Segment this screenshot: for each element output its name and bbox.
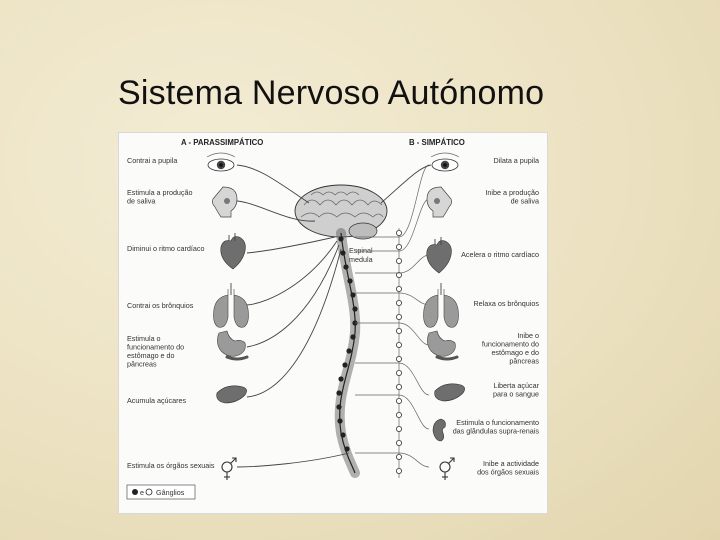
spinal-ganglion [340,432,345,437]
sympathetic-nerve [355,363,429,395]
ganglion-filled-icon [132,489,138,495]
spinal-ganglion [342,362,347,367]
spinal-ganglion [336,404,341,409]
sympathetic-nerve [355,293,429,305]
left-label: Acumula açúcares [127,396,187,405]
sympathetic-nerve [355,395,429,429]
diagram-canvas: A - PARASSIMPÁTICO B - SIMPÁTICO Espinal… [119,133,547,513]
right-salivary-head-icon [427,187,452,217]
autonomic-nervous-system-diagram: A - PARASSIMPÁTICO B - SIMPÁTICO Espinal… [118,132,548,514]
sympathetic-ganglion [396,230,401,235]
sympathetic-ganglion [396,384,401,389]
spinal-ganglion [347,278,352,283]
sympathetic-ganglion [396,328,401,333]
sympathetic-ganglion [396,258,401,263]
right-label: Acelera o ritmo cardíaco [461,250,539,259]
spinal-ganglion [344,446,349,451]
parasympathetic-nerve [237,453,349,467]
right-lungs-icon [424,283,459,327]
parasympathetic-nerve [247,245,339,347]
left-lungs-icon [214,283,249,327]
ganglion-open-icon [146,489,152,495]
parasympathetic-header: A - PARASSIMPÁTICO [181,138,263,147]
right-heart-icon [427,237,452,273]
sympathetic-ganglion [396,356,401,361]
parasympathetic-nerve [237,165,309,203]
parasympathetic-nerve [247,249,341,397]
sympathetic-ganglion [396,314,401,319]
right-sex-organ-icon [440,458,454,480]
spinal-ganglion [336,390,341,395]
right-label: das glândulas supra-renais [453,427,540,436]
legend-label: Gânglios [156,488,185,497]
right-label: dos órgãos sexuais [477,468,539,477]
left-stomach-icon [217,331,247,359]
right-stomach-icon [427,331,457,359]
spinal-ganglion [343,264,348,269]
left-label: Diminui o ritmo cardíaco [127,244,205,253]
left-label: de saliva [127,197,155,206]
spinal-ganglion [338,376,343,381]
svg-text:e: e [140,488,144,497]
right-label: pâncreas [509,357,539,366]
sympathetic-ganglion [396,454,401,459]
spinal-label-2: medula [349,255,373,264]
left-label: pâncreas [127,360,157,369]
sympathetic-ganglion [396,342,401,347]
right-eye-icon [431,153,459,171]
right-label: Dilata a pupila [493,156,539,165]
right-adrenal-icon [433,419,446,441]
spinal-ganglion [350,292,355,297]
right-liver-icon [435,384,465,401]
sympathetic-nerve [355,453,429,467]
right-label: de saliva [511,197,539,206]
sympathetic-ganglion [396,244,401,249]
spinal-ganglion [340,250,345,255]
spinal-ganglion [346,348,351,353]
parasympathetic-nerve [247,237,335,253]
right-label: Relaxa os brônquios [473,299,539,308]
sympathetic-ganglion [396,468,401,473]
sympathetic-ganglion [396,370,401,375]
left-salivary-head-icon [212,187,237,217]
left-sex-organ-icon [222,458,236,480]
left-label: Contrai os brônquios [127,301,194,310]
spinal-ganglion [350,334,355,339]
left-label: Contrai a pupila [127,156,177,165]
spinal-ganglion [338,236,343,241]
parasympathetic-nerve [247,241,337,305]
sympathetic-ganglion [396,440,401,445]
left-heart-icon [221,233,246,269]
sympathetic-ganglion [396,426,401,431]
spinal-ganglion [337,418,342,423]
left-eye-icon [207,153,235,171]
right-label: para o sangue [493,390,539,399]
sympathetic-header: B - SIMPÁTICO [409,138,465,147]
sympathetic-ganglion [396,300,401,305]
sympathetic-ganglion [396,286,401,291]
sympathetic-nerve [381,165,431,203]
sympathetic-ganglion [396,412,401,417]
legend: e Gânglios [127,485,195,499]
left-label: Estimula os órgãos sexuais [127,461,215,470]
spinal-label-1: Espinal [349,246,373,255]
sympathetic-ganglion [396,398,401,403]
left-liver-icon [217,386,247,403]
slide-title: Sistema Nervoso Autónomo [118,74,544,113]
sympathetic-nerve [355,323,429,345]
spinal-ganglion [352,306,357,311]
